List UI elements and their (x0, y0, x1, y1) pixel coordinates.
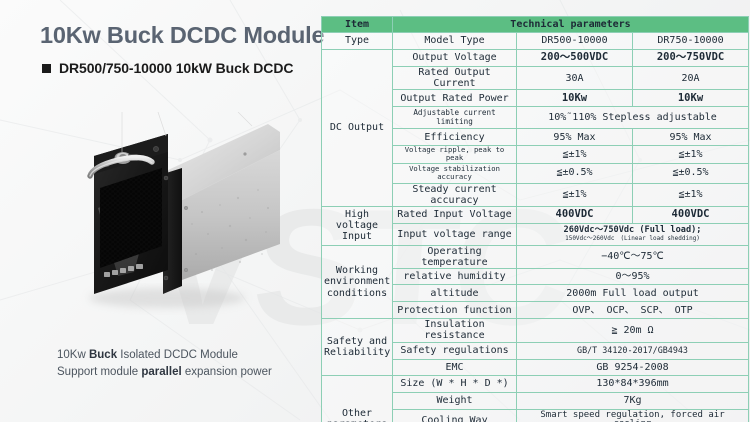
param-name-cell: Weight (392, 391, 517, 410)
caption-1c: Isolated DCDC Module (117, 349, 238, 361)
param-name-cell: Output Voltage (392, 49, 517, 67)
param-name-cell: Size (W * H * D *) (392, 374, 517, 393)
subtitle-text: DR500/750-10000 10kW Buck DCDC (59, 60, 294, 76)
bullet-square-icon (42, 63, 51, 73)
param-value-cell-model-1: 30A (516, 65, 633, 91)
caption-line-2: Support module parallel expansion power (57, 366, 272, 378)
param-value-cell: 0～95% (515, 268, 750, 286)
caption-1b: Buck (88, 349, 118, 361)
param-name-cell: Cooling Way (392, 408, 517, 422)
param-value-cell: −40℃～75℃ (515, 244, 750, 270)
param-value-cell-model-2: 95% Max (631, 128, 750, 147)
param-value-cell-model-2: 400VDC (631, 205, 750, 224)
param-value-cell: 2000m Full load output (515, 284, 750, 303)
param-value-cell-model-1: 400VDC (516, 205, 633, 224)
product-caption: 10Kw Buck Isolated DCDC Module Support m… (57, 347, 272, 382)
param-value-cell: ≧ 20m Ω (515, 318, 750, 343)
header-cell-technical-parameters: Technical parameters (391, 16, 750, 33)
caption-1a: 10Kw (57, 349, 89, 361)
param-name-cell: Voltage ripple, peak to peak (392, 145, 517, 164)
param-name-cell: Output Rated Power (392, 89, 517, 108)
param-value-cell-model-1: 95% Max (516, 128, 633, 147)
param-value-cell-model-2: ≦±1% (631, 182, 750, 207)
param-value-cell-model-2: ≦±0.5% (631, 162, 750, 184)
param-value-cell: GB/T 34120-2017/GB4943 (515, 341, 750, 360)
group-cell: Type (321, 32, 393, 50)
param-value-cell-model-1: ≦±0.5% (516, 162, 633, 184)
param-name-cell: Rated Input Voltage (392, 205, 517, 224)
page-title: 10Kw Buck DCDC Module (40, 22, 325, 48)
caption-2b: parallel (141, 366, 182, 379)
param-value-cell: 130*84*396mm (515, 374, 750, 393)
param-name-cell: Operating temperature (392, 244, 517, 270)
param-name-cell: Protection function (392, 301, 517, 320)
param-value-cell-model-2: 200～750VDC (631, 49, 750, 67)
param-value-cell: GB 9254-2008 (515, 358, 750, 376)
table-row: OtherparametersSize (W * H * D *)130*84*… (321, 374, 750, 422)
group-cell: Otherparameters (321, 374, 393, 422)
group-cell: DC Output (321, 49, 393, 207)
table-row: Voltage ripple, peak to peak≦±1%≦±1% (322, 145, 750, 164)
param-value-cell: 7Kg (515, 391, 750, 410)
subtitle-row: DR500/750-10000 10kW Buck DCDC (42, 60, 293, 76)
param-value-cell-model-2: ≦±1% (631, 145, 750, 164)
left-panel: 10Kw Buck DCDC Module DR500/750-10000 10… (0, 0, 325, 422)
param-name-cell: relative humidity (392, 268, 517, 286)
param-name-cell: Insulation resistance (392, 318, 517, 343)
param-value-cell-model-1: 10Kw (516, 89, 633, 108)
param-value-cell-model-2: 20A (631, 65, 750, 91)
param-value-cell-model-1: ≦±1% (516, 145, 633, 164)
param-value-cell-model-2: 10Kw (631, 89, 750, 108)
header-cell-item: Item (321, 16, 393, 33)
param-value-cell: Smart speed regulation, forced aircoolin… (515, 408, 750, 422)
param-name-cell: Input voltage range (392, 222, 517, 246)
param-value-cell: 10%˜110% Stepless adjustable (515, 106, 750, 130)
param-name-cell: EMC (392, 358, 517, 376)
param-value-cell-model-2: DR750-10000 (631, 32, 750, 50)
caption-2a: Support module (57, 366, 142, 379)
param-value-cell: OVP、 OCP、 SCP、 OTP (515, 301, 750, 320)
param-name-cell: Safety regulations (392, 341, 517, 360)
param-value-cell-model-1: DR500-10000 (516, 32, 633, 50)
caption-line-1: 10Kw Buck Isolated DCDC Module (57, 349, 238, 361)
param-name-cell: altitude (392, 284, 517, 303)
param-value-cell-model-1: ≦±1% (516, 182, 633, 207)
param-value-cell-model-1: 200～500VDC (516, 49, 633, 67)
caption-2c: expansion power (181, 366, 272, 379)
param-name-cell: Rated Output Current (392, 65, 517, 91)
param-value-cell: 260Vdc～750Vdc (Full load);150Vdc～260Vdc … (515, 222, 750, 246)
product-photo (62, 112, 280, 320)
param-name-cell: Efficiency (392, 128, 517, 147)
param-name-cell: Model Type (392, 32, 517, 50)
